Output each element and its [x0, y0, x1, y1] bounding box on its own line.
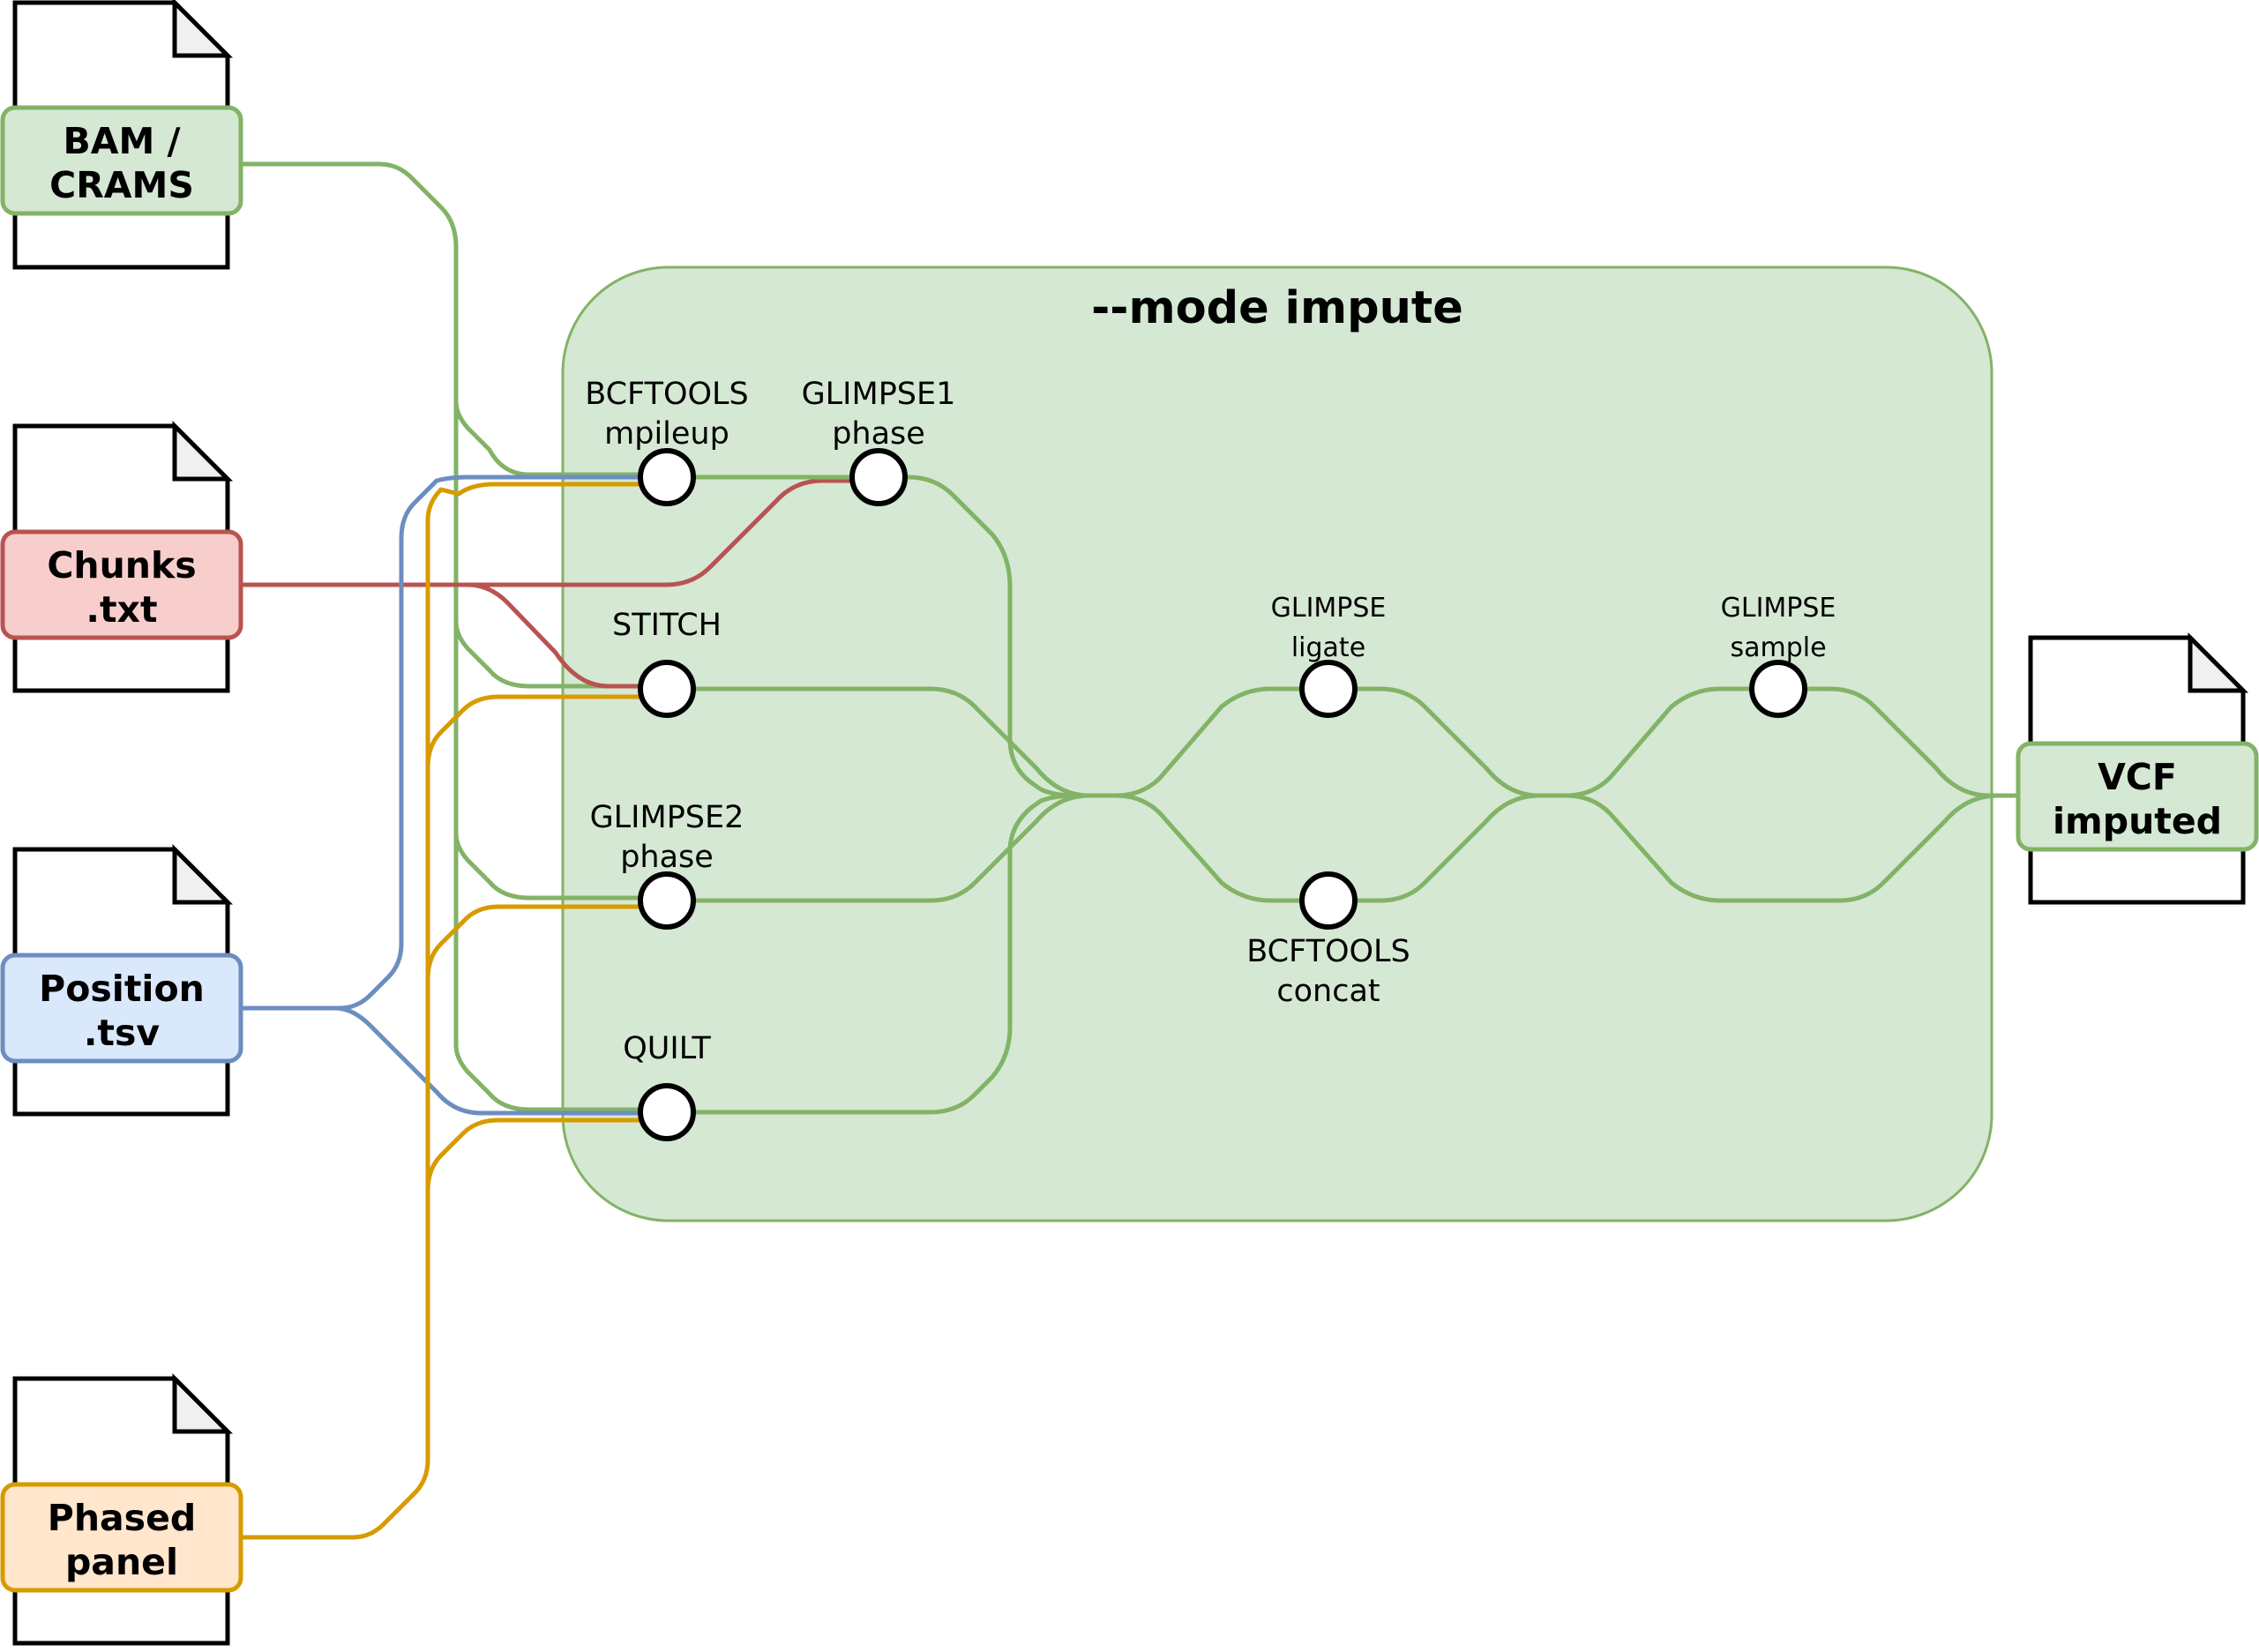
- step-node[interactable]: [1749, 660, 1807, 718]
- step-label-line2: concat: [1276, 974, 1380, 1009]
- input-label-line2: .txt: [86, 588, 157, 631]
- connectors-chunks: [238, 478, 879, 689]
- line-glimpse2-merge: [691, 793, 1092, 903]
- step-label-line1: GLIMPSE: [1721, 593, 1836, 624]
- line-quilt-merge: [691, 793, 1079, 1115]
- document-fold: [172, 1372, 234, 1434]
- line-chunks-stitch: [238, 582, 654, 689]
- line-bam-quilt: [453, 826, 654, 1112]
- line-position-mpileup: [238, 475, 654, 1011]
- step-label-line1: BCFTOOLS: [585, 377, 749, 412]
- document-fold: [2188, 632, 2249, 693]
- connectors-bam: [238, 161, 654, 1112]
- line-glimpse1-merge: [902, 475, 1079, 798]
- step-label-line2: sample: [1730, 632, 1826, 663]
- step-bcftools-concat[interactable]: BCFTOOLS concat: [1246, 871, 1410, 1009]
- connectors-position: [238, 475, 654, 1116]
- step-glimpse-ligate[interactable]: GLIMPSE ligate: [1271, 593, 1387, 718]
- line-sample-output: [1802, 686, 2021, 798]
- step-label-line2: phase: [832, 416, 925, 452]
- input-file-bam[interactable]: BAM / CRAMS: [0, 0, 243, 270]
- line-chunks-glimpse1: [238, 478, 879, 587]
- step-label-line1: BCFTOOLS: [1246, 934, 1410, 969]
- step-node[interactable]: [638, 1083, 696, 1141]
- output-label-line1: VCF: [2098, 756, 2177, 798]
- step-stitch[interactable]: STITCH: [612, 608, 722, 718]
- input-label-line1: Phased: [48, 1497, 196, 1539]
- connectors-panel: [238, 482, 654, 1540]
- input-label-line2: panel: [65, 1541, 178, 1583]
- line-merge2-direct: [1537, 793, 2001, 903]
- input-label-line1: Position: [39, 968, 205, 1010]
- step-node[interactable]: [638, 871, 696, 930]
- connectors-workflow: [691, 475, 2021, 1115]
- line-panel-stitch: [425, 694, 654, 770]
- input-label-line1: Chunks: [47, 544, 196, 587]
- step-label-line1: GLIMPSE2: [590, 800, 744, 835]
- input-file-chunks[interactable]: Chunks .txt: [0, 420, 243, 693]
- line-concat-merge2: [1352, 793, 1582, 903]
- input-label-line2: CRAMS: [49, 164, 194, 206]
- step-node[interactable]: [1299, 871, 1358, 930]
- input-label-box: [0, 105, 243, 216]
- line-merge-concat: [1073, 793, 1305, 903]
- line-bam-mpileup: [238, 161, 654, 477]
- line-ligate-merge2: [1352, 686, 1582, 798]
- line-panel-quilt: [425, 1118, 654, 1193]
- step-label-line2: phase: [620, 840, 714, 875]
- line-stitch-merge: [691, 686, 1092, 798]
- step-node[interactable]: [1299, 660, 1358, 718]
- line-panel-mpileup: [238, 482, 654, 1540]
- step-label-line2: mpileup: [604, 416, 729, 452]
- step-glimpse2-phase[interactable]: GLIMPSE2 phase: [590, 800, 744, 930]
- step-node[interactable]: [638, 660, 696, 718]
- step-node[interactable]: [849, 448, 908, 506]
- step-glimpse1-phase[interactable]: GLIMPSE1 phase: [802, 377, 956, 506]
- input-file-phased-panel[interactable]: Phased panel: [0, 1372, 243, 1646]
- step-label-line1: STITCH: [612, 608, 722, 643]
- step-label-line1: GLIMPSE1: [802, 377, 956, 412]
- input-label-line1: BAM /: [63, 120, 180, 162]
- step-label-line1: QUILT: [623, 1031, 711, 1066]
- document-fold: [172, 0, 234, 58]
- step-bcftools-mpileup[interactable]: BCFTOOLS mpileup: [585, 377, 749, 506]
- input-label-line2: .tsv: [84, 1012, 161, 1054]
- document-fold: [172, 420, 234, 482]
- output-label-line2: imputed: [2053, 800, 2222, 842]
- step-node[interactable]: [638, 448, 696, 506]
- mode-title: --mode impute: [1091, 282, 1463, 334]
- step-label-line1: GLIMPSE: [1271, 593, 1387, 624]
- mode-impute-container: [561, 265, 1993, 1222]
- output-file-vcf[interactable]: VCF imputed: [2016, 632, 2259, 905]
- input-file-position[interactable]: Position .tsv: [0, 843, 243, 1117]
- step-quilt[interactable]: QUILT: [623, 1031, 711, 1141]
- line-position-quilt: [238, 1005, 654, 1116]
- step-label-line2: ligate: [1291, 632, 1365, 663]
- line-panel-glimpse2: [425, 904, 654, 982]
- step-glimpse-sample[interactable]: GLIMPSE sample: [1721, 593, 1836, 718]
- document-fold: [172, 843, 234, 905]
